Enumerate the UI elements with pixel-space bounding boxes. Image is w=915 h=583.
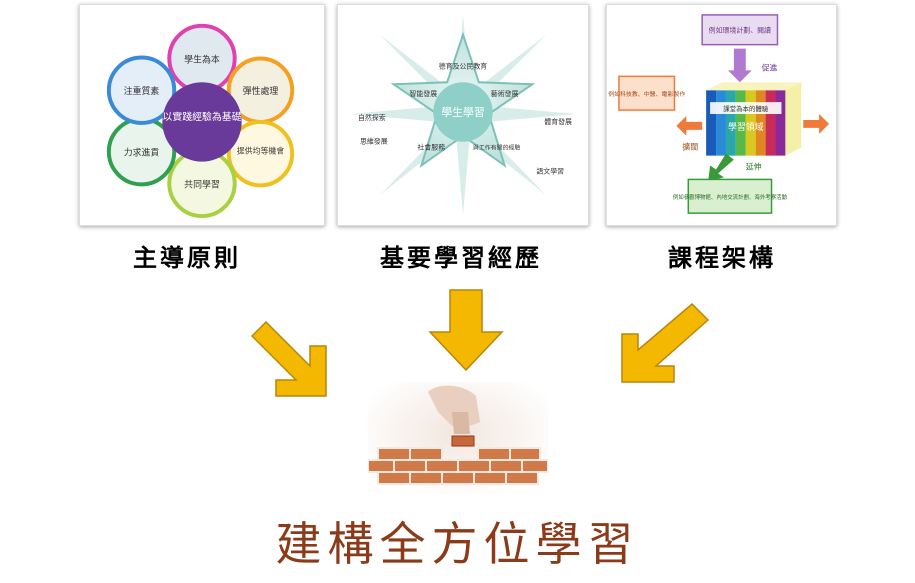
label-service: 社會服務 [417,143,445,152]
expand-arrow-icon [676,115,703,136]
extend-label: 延伸 [746,162,762,172]
caption-essential-experiences: 基要學習經歷 [380,243,542,272]
expand-label: 擴闊 [682,142,698,152]
goal-title: 建構全方位學習 [275,517,640,571]
circle-center [162,82,242,162]
label-center: 學生學習 [441,105,485,119]
label-arts: 藝術發展 [491,89,519,98]
label-moral: 德育及公民教育 [439,61,488,70]
bottom-box [687,178,773,214]
circle-equal [226,119,295,188]
center-label: 學習領域 [728,121,764,133]
guiding-principles-diagram: 學生為本 彈性處理 提供均等機會 共同學習 力求進貢 注重質素 以實踐經驗為基礎 [79,4,325,226]
label-center: 以實踐經驗為基礎 [162,110,241,123]
principles-flower: 學生為本 彈性處理 提供均等機會 共同學習 力求進貢 注重質素 以實踐經驗為基礎 [106,23,295,219]
arrow-down-right-icon [250,320,327,397]
label-intellect: 智能發展 [410,89,438,98]
caption-curriculum-framework: 課程架構 [668,243,776,272]
right-arrow-icon [803,114,830,134]
experiences-star: 學生學習 德育及公民教育 智能發展 藝術發展 社會服務 與工作有關的經驗 體育發… [350,14,576,216]
bottom-box-label: 例如參觀博物館、內地交流計劃、海外考察活動 [673,193,788,201]
left-box [618,75,676,111]
arrow-down-left-icon [621,302,710,383]
label-student: 學生為本 [184,53,220,65]
extend-arrow-icon [708,153,734,182]
framework-diagram: 例如環境計劃、閱讀 促進 例如科技教、中醫、電影製作 擴闊 課堂為本的體驗 學習… [608,14,830,214]
label-thinking: 思維發展 [360,137,388,146]
arrow-down-icon [428,289,504,372]
label-work: 與工作有關的經驗 [473,144,521,152]
label-strive: 力求進貢 [124,147,160,159]
label-quality: 注重質素 [124,85,160,97]
caption-guiding-principles: 主導原則 [133,243,241,272]
top-box [701,14,779,46]
placed-brick [451,435,475,447]
left-box-label: 例如科技教、中醫、電影製作 [608,90,685,98]
learning-areas-block [706,82,802,156]
circle-quality [106,55,177,125]
center-top-label: 課堂為本的體驗 [723,104,769,113]
center-circle [433,82,493,142]
label-equal: 提供均等機會 [237,146,285,156]
label-flex: 彈性處理 [243,85,279,97]
label-coop: 共同學習 [184,178,220,190]
brick-building-image [368,382,548,494]
label-nature: 自然探索 [358,113,386,122]
essential-experiences-diagram: 學生學習 德育及公民教育 智能發展 藝術發展 社會服務 與工作有關的經驗 體育發… [337,4,589,226]
brick-wall [368,447,548,485]
top-box-label: 例如環境計劃、閱讀 [709,26,771,35]
promote-arrow-icon [727,48,752,83]
promote-label: 促進 [762,63,778,72]
label-language: 語文學習 [536,166,564,175]
label-physical: 體育發展 [544,117,572,126]
curriculum-framework-diagram: 例如環境計劃、閱讀 促進 例如科技教、中醫、電影製作 擴闊 課堂為本的體驗 學習… [606,4,837,226]
